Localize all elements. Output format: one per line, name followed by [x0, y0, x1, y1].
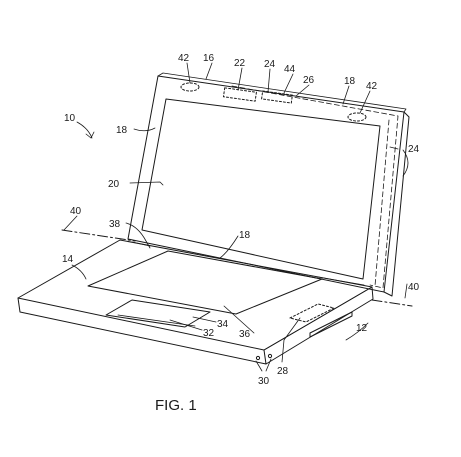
component-42-right	[347, 112, 367, 122]
ref-22: 22	[234, 58, 246, 69]
ref-12: 12	[356, 323, 368, 334]
base-housing	[17, 239, 374, 365]
figure-caption: FIG. 1	[155, 397, 197, 414]
antenna-outline-inner	[374, 119, 390, 287]
component-28	[289, 303, 335, 323]
trackpad	[105, 299, 211, 328]
ref-38: 38	[109, 219, 121, 230]
ref-28: 28	[277, 366, 289, 377]
ref-42-top-left: 42	[178, 53, 190, 64]
ref-20: 20	[108, 179, 120, 190]
port-30-b	[267, 353, 273, 359]
ref-10: 10	[64, 113, 76, 124]
antenna-outline-dashed	[231, 85, 399, 289]
ref-40-right: 40	[408, 282, 420, 293]
side-slot	[309, 311, 353, 338]
ref-42-top-right: 42	[366, 81, 378, 92]
ref-16: 16	[203, 53, 215, 64]
display-screen	[141, 98, 381, 280]
ref-18-left: 18	[116, 125, 128, 136]
ref-24-top: 24	[264, 59, 276, 70]
keyboard-region	[87, 250, 323, 315]
component-42-left	[180, 82, 200, 92]
axis-40-right	[371, 299, 413, 307]
ref-34: 34	[217, 319, 229, 330]
ref-36: 36	[239, 329, 251, 340]
component-22	[222, 87, 257, 102]
ref-32: 32	[203, 328, 215, 339]
hinge-strip	[131, 241, 365, 286]
ref-24-right: 24	[408, 144, 420, 155]
port-30-a	[255, 355, 261, 361]
ref-18-top: 18	[344, 76, 356, 87]
ref-40-left: 40	[70, 206, 82, 217]
ref-18-center: 18	[239, 230, 251, 241]
axis-40-left	[61, 229, 136, 242]
ref-44: 44	[284, 64, 296, 75]
component-26	[261, 90, 293, 104]
ref-30: 30	[258, 376, 270, 387]
reference-numerals: 10 42 16 22 24 44 26 18 42 18 24 20 40 3…	[62, 53, 420, 387]
ref-26: 26	[303, 75, 315, 86]
leader-lines	[63, 62, 409, 372]
ref-14: 14	[62, 254, 74, 265]
display-lid	[127, 72, 410, 297]
